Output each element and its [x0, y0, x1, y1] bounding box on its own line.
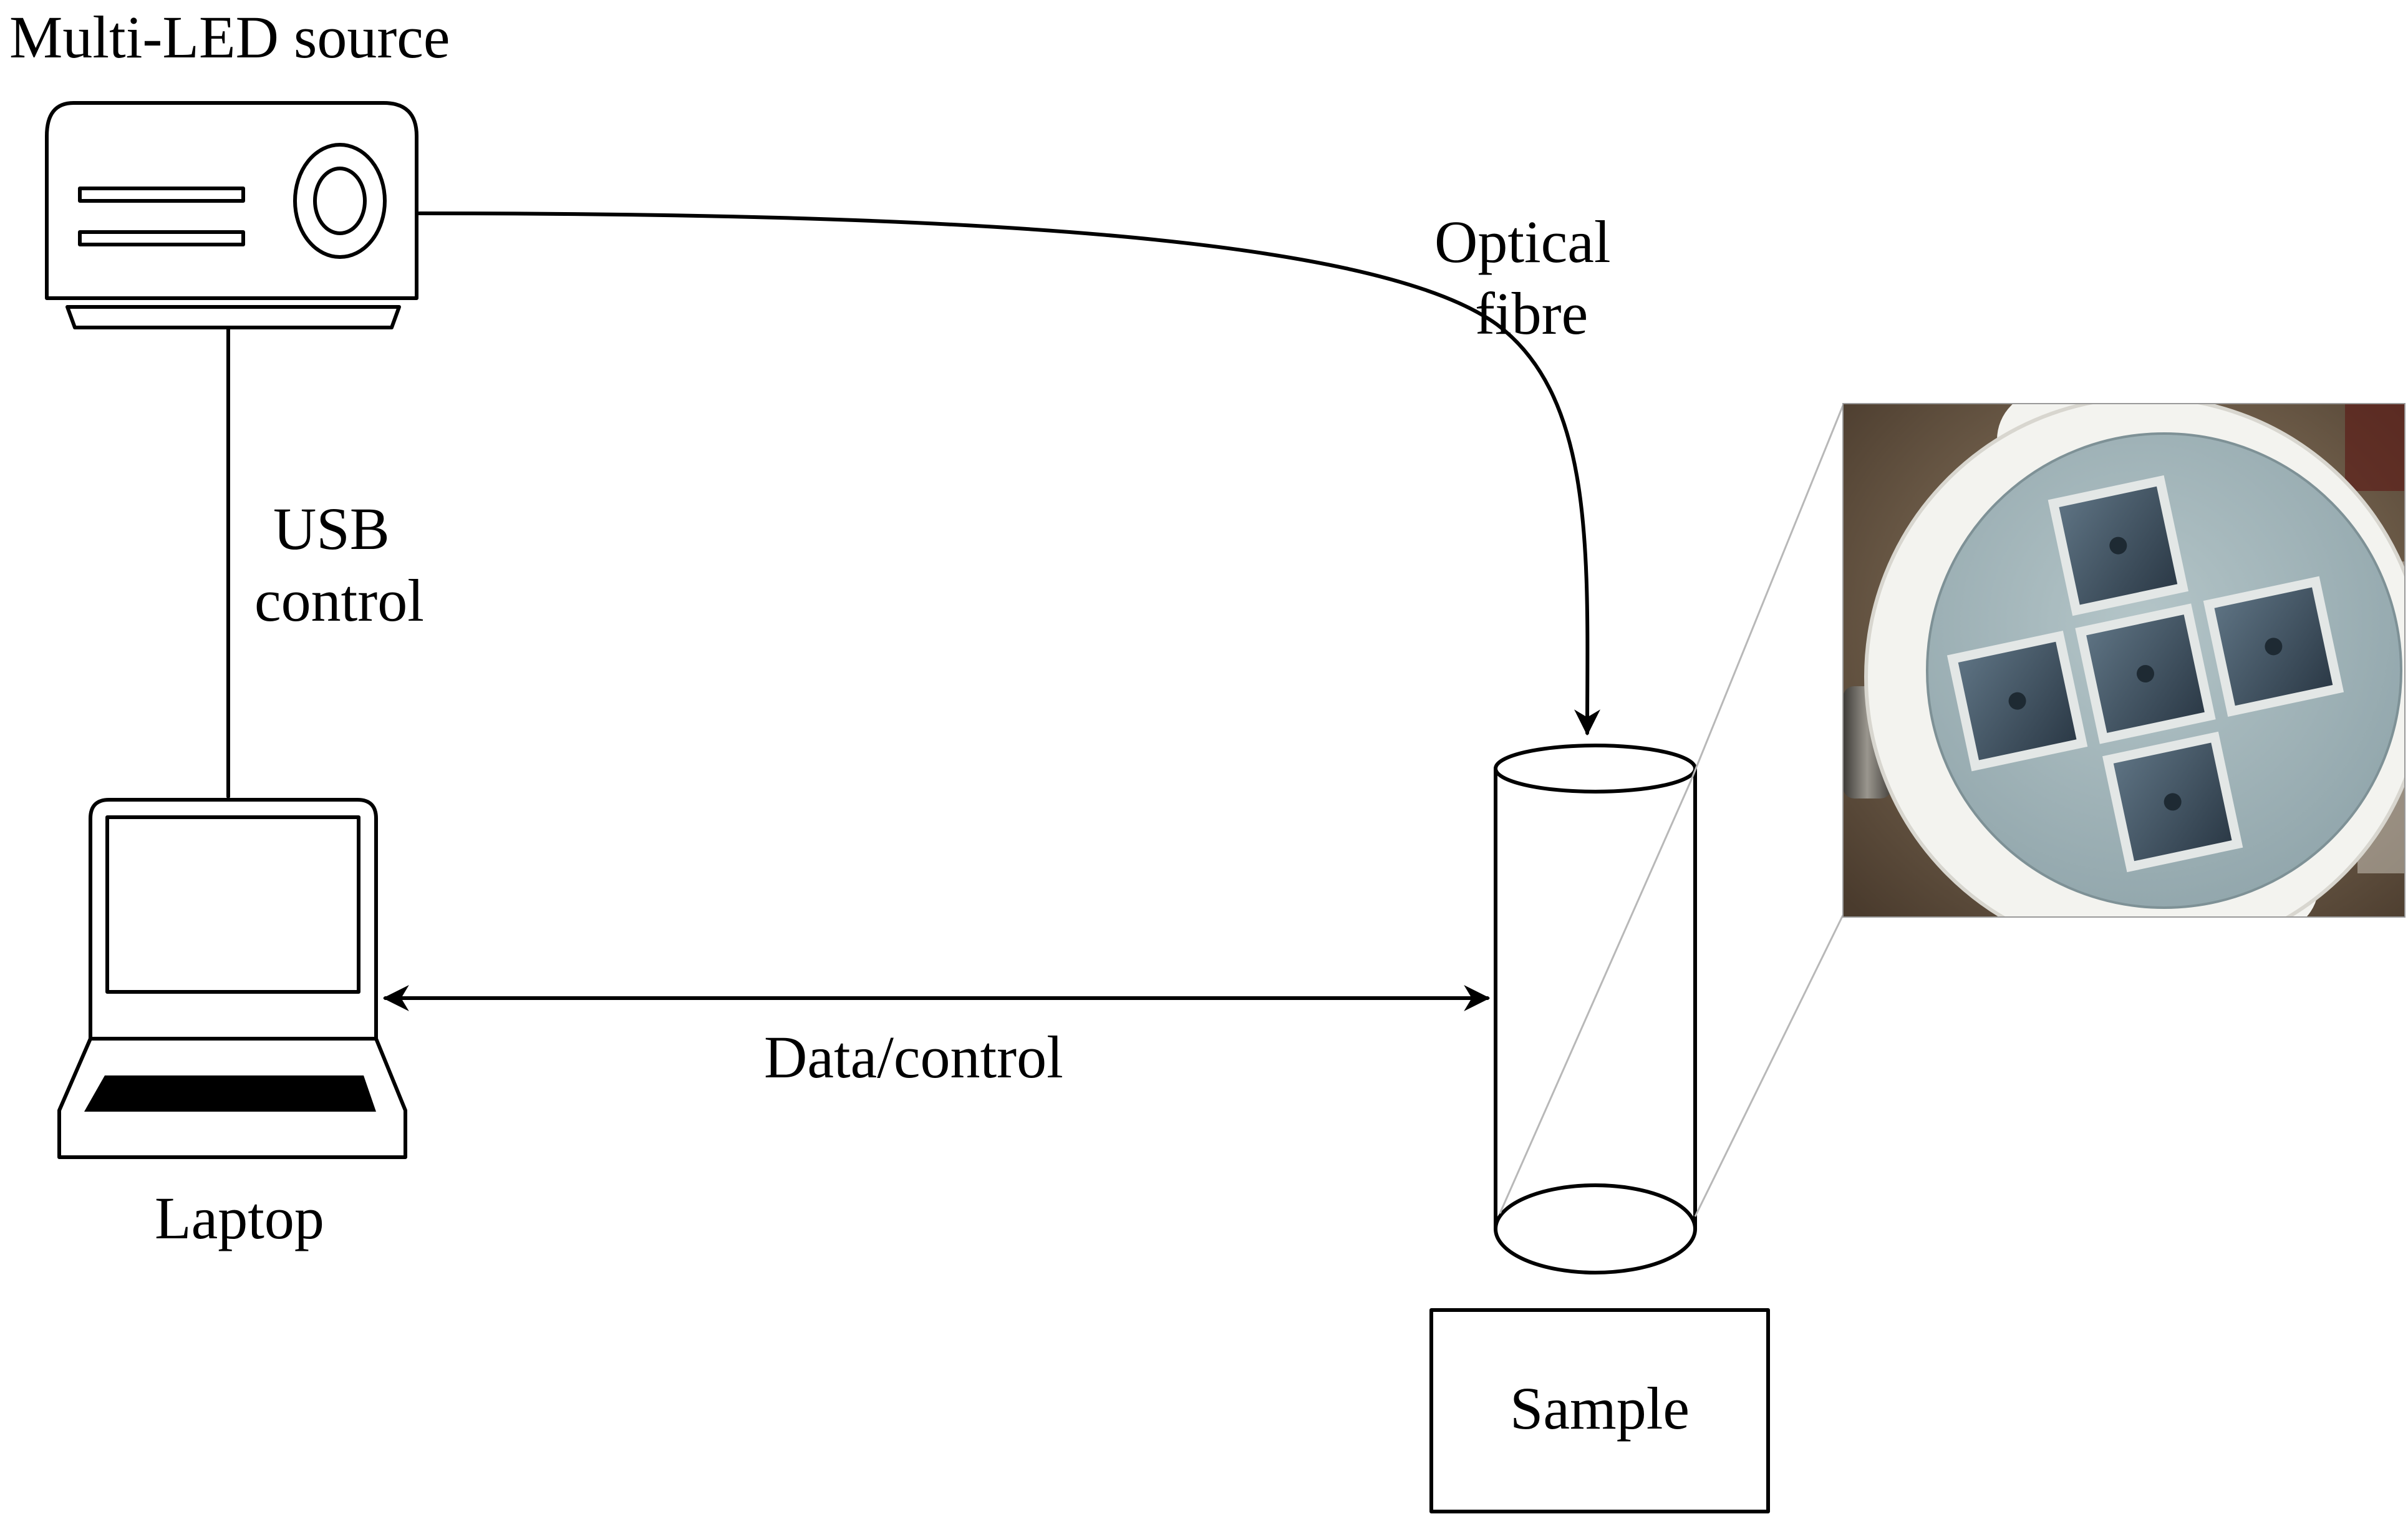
fibre-label-line1: Optical — [1434, 208, 1611, 275]
cylinder-probe-icon — [1494, 744, 1697, 1274]
photo-frame — [1842, 403, 2406, 918]
zoom-guide-diagonal — [1499, 780, 1692, 1214]
led-array-photo — [1843, 404, 2405, 917]
optical-fibre-line — [417, 211, 1601, 736]
laptop-icon — [57, 798, 407, 1159]
laptop-label: Laptop — [155, 1185, 324, 1251]
zoom-guide-top — [1690, 405, 1844, 782]
usb-label-line2: control — [254, 567, 424, 634]
keyboard-shape — [84, 1075, 376, 1112]
sample-box — [1429, 1308, 1770, 1513]
sample-label: Sample — [1510, 1375, 1690, 1442]
zoom-guide-bottom — [1694, 915, 1844, 1217]
source-label: Multi-LED source — [9, 4, 450, 70]
data-control-label: Data/control — [764, 1024, 1063, 1090]
fibre-label-line2: fibre — [1475, 280, 1588, 347]
usb-label-line1: USB — [273, 495, 390, 562]
projector-led-source-icon — [45, 101, 418, 329]
